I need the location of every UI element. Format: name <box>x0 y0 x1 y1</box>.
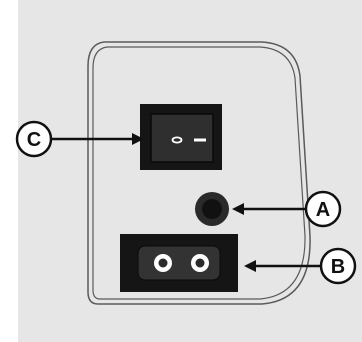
callout-a-circle <box>304 190 342 228</box>
callout-a-arrowhead <box>232 203 244 215</box>
round-port-inner <box>202 199 222 219</box>
rocker-switch <box>140 104 222 170</box>
callout-c: C <box>15 120 144 158</box>
round-port <box>195 192 229 226</box>
callout-b-label: B <box>331 256 345 278</box>
inlet-pin-left-center <box>158 258 168 268</box>
callout-c-arrowhead <box>132 133 144 145</box>
switch-off-symbol-icon <box>171 136 183 144</box>
switch-rocker <box>150 113 214 163</box>
power-inlet <box>120 234 238 292</box>
callout-c-label: C <box>27 129 41 151</box>
callout-b-circle <box>319 247 357 285</box>
inlet-pin-right-center <box>195 258 205 268</box>
callout-b: B <box>244 247 357 285</box>
switch-on-symbol-icon <box>194 138 206 142</box>
callout-c-circle <box>15 120 53 158</box>
callout-a-label: A <box>316 199 330 221</box>
callout-b-arrowhead <box>244 260 256 272</box>
callout-a: A <box>232 190 342 228</box>
device-panel-inner-outline <box>92 46 306 300</box>
